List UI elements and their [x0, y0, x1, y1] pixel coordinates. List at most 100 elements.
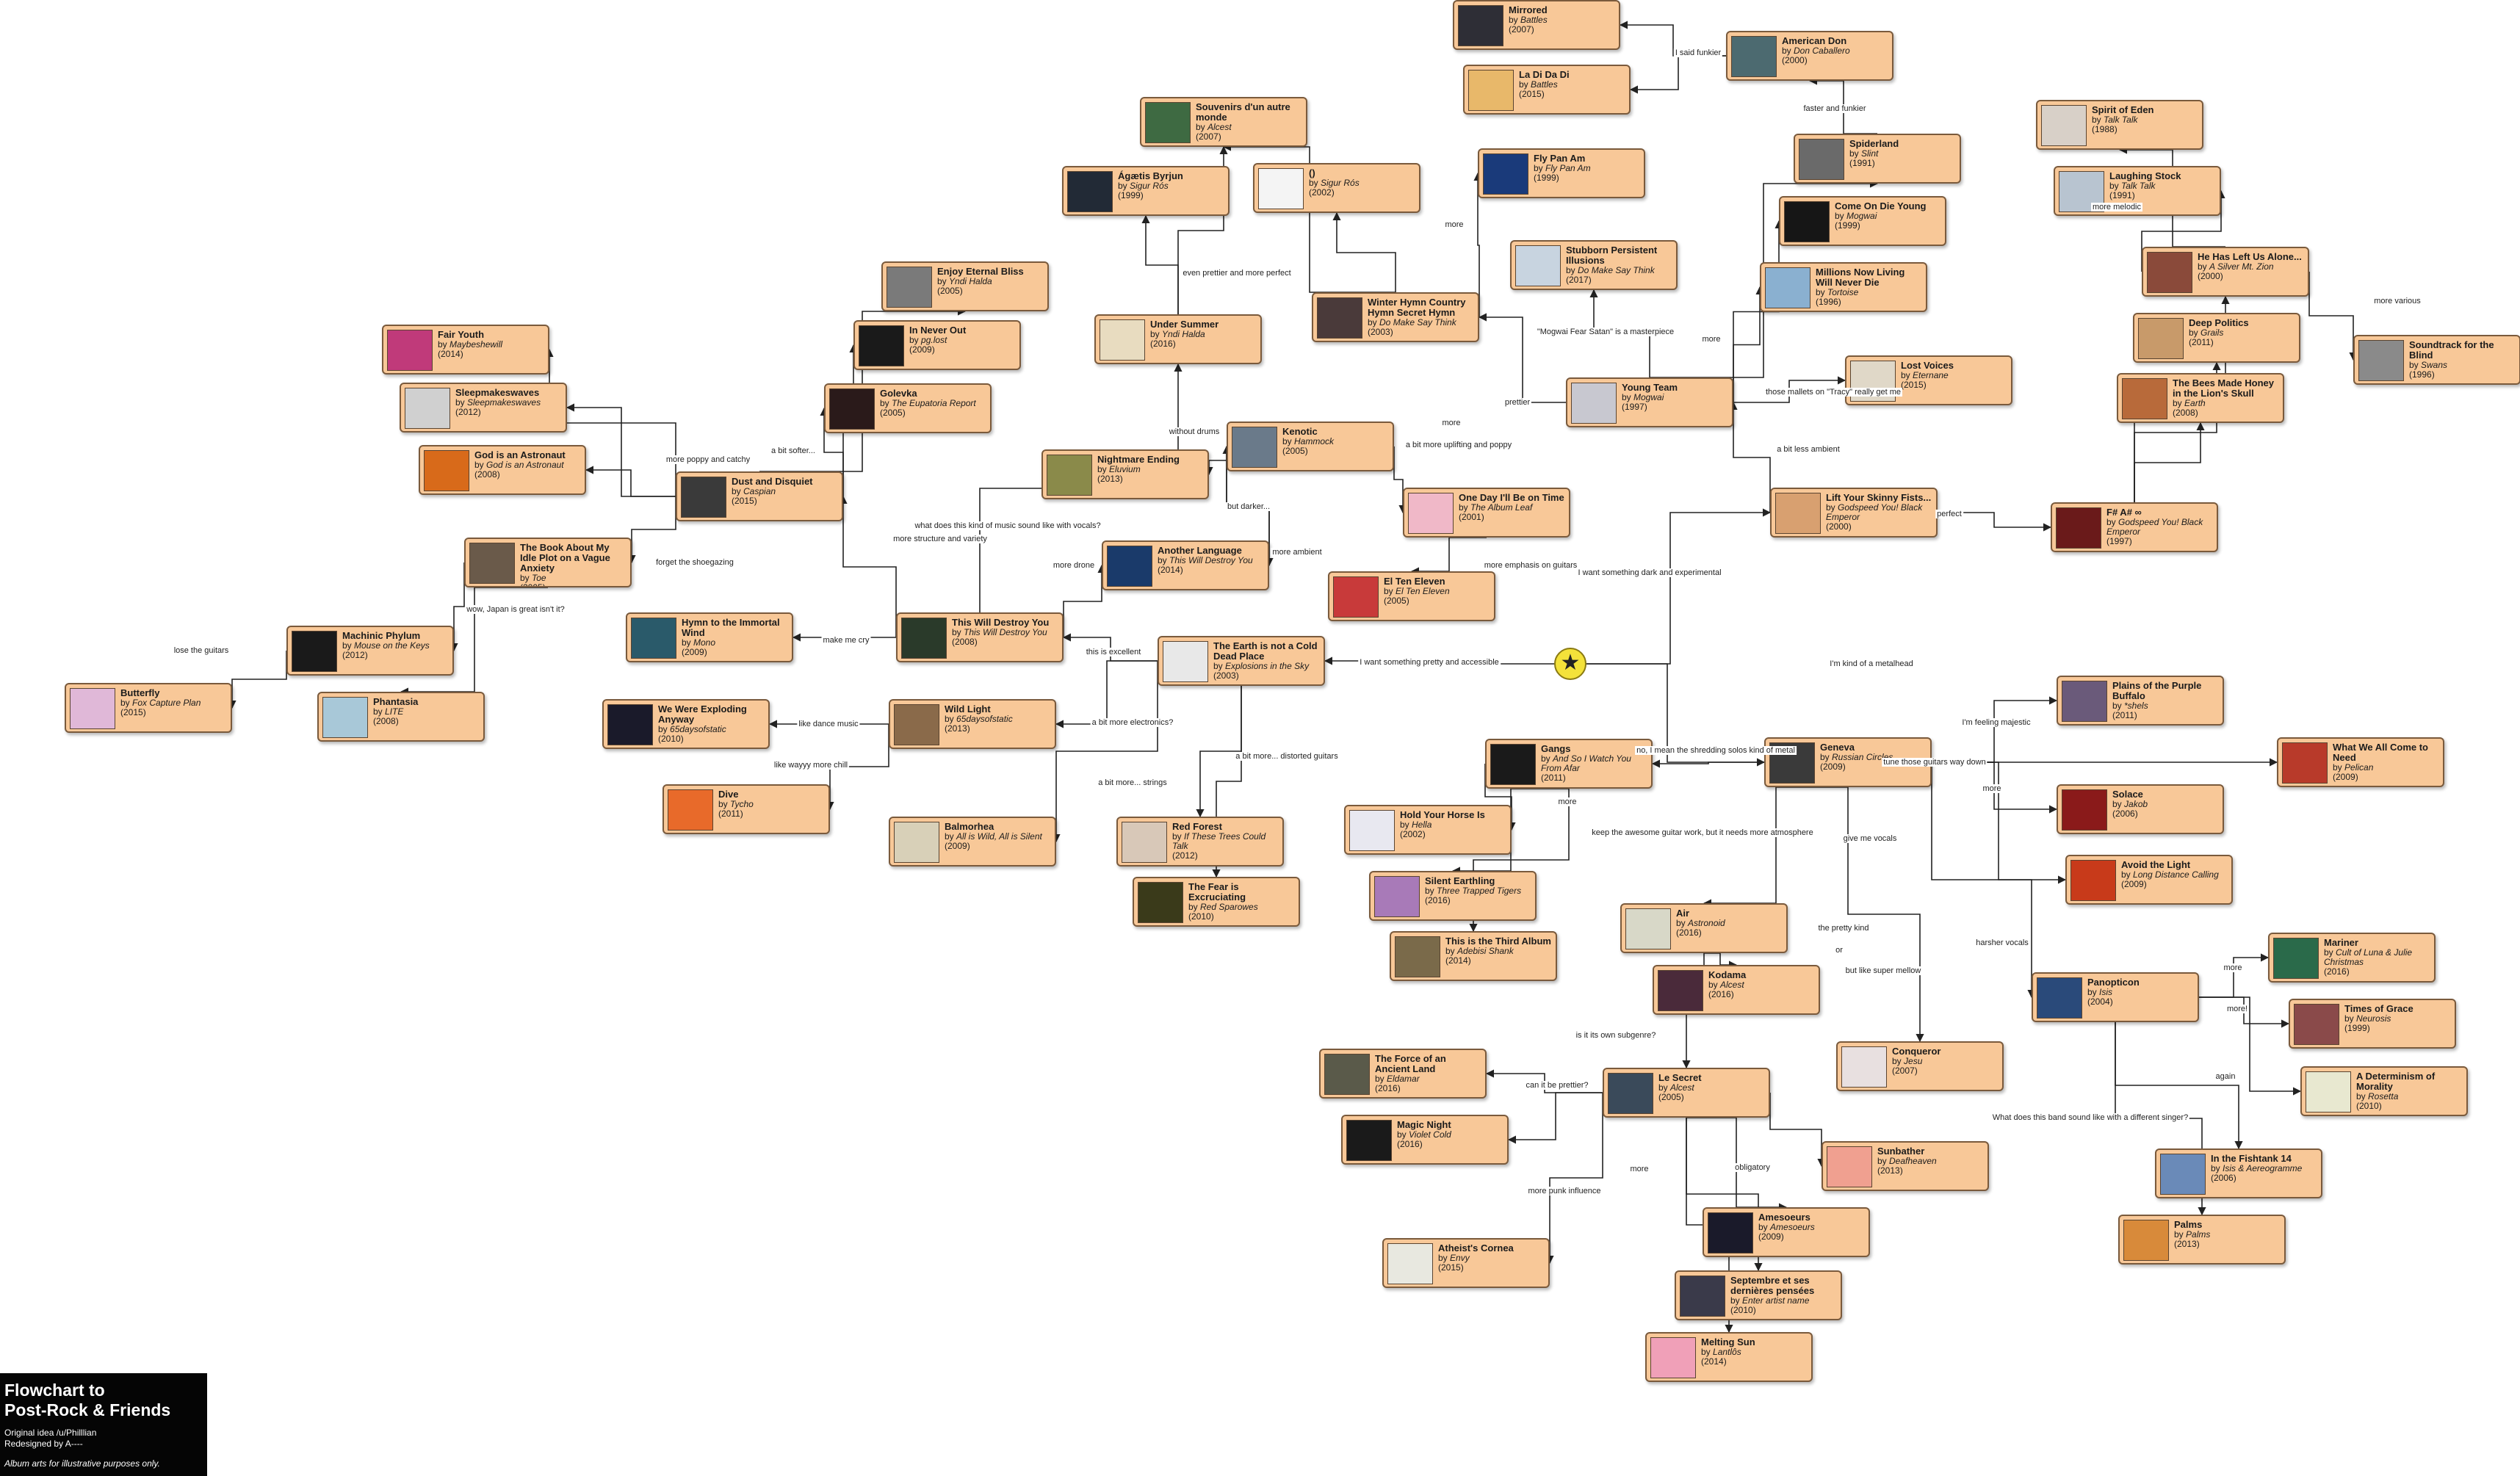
album-art-icon	[1374, 876, 1420, 917]
album-year: (2006)	[2112, 808, 2138, 819]
album-title: God is an Astronaut	[474, 449, 566, 460]
album-title: Spirit of Eden	[2092, 104, 2154, 115]
edge-label: no, I mean the shredding solos kind of m…	[1635, 746, 1797, 755]
edge-geneva-to-conqueror	[1847, 787, 1924, 1043]
album-by: by	[1826, 502, 1838, 513]
edge-label: "Mogwai Fear Satan" is a masterpiece	[1535, 328, 1676, 336]
album-year: (2013)	[1877, 1165, 1903, 1176]
album-node-hehasleft[interactable]: He Has Left Us Alone...by A Silver Mt. Z…	[2142, 247, 2309, 297]
album-by: by	[2092, 115, 2104, 125]
album-year: (2008)	[373, 716, 399, 726]
album-artist: Jesu	[1904, 1056, 1923, 1066]
album-year: (2010)	[658, 734, 684, 744]
album-year: (1991)	[2109, 190, 2135, 200]
album-art-icon	[70, 688, 115, 729]
album-title: Palms	[2174, 1219, 2203, 1230]
edge-label: more!	[2225, 1005, 2250, 1013]
album-node-fsharp[interactable]: F# A# ∞by Godspeed You! Black Emperor(19…	[2051, 502, 2218, 552]
album-art-icon	[1608, 1073, 1653, 1114]
album-node-paren[interactable]: ()by Sigur Rós(2002)	[1253, 163, 1420, 213]
start-star-icon[interactable]: ★	[1554, 648, 1586, 680]
album-node-liftyourskinny[interactable]: Lift Your Skinny Fists...by Godspeed You…	[1770, 488, 1938, 538]
album-title: Dive	[718, 789, 739, 800]
album-title: Hold Your Horse Is	[1400, 809, 1485, 820]
edge-label: a bit more... distorted guitars	[1234, 752, 1340, 761]
album-art-icon	[1317, 297, 1362, 339]
album-node-bookabout[interactable]: The Book About My Idle Plot on a Vague A…	[464, 538, 632, 587]
